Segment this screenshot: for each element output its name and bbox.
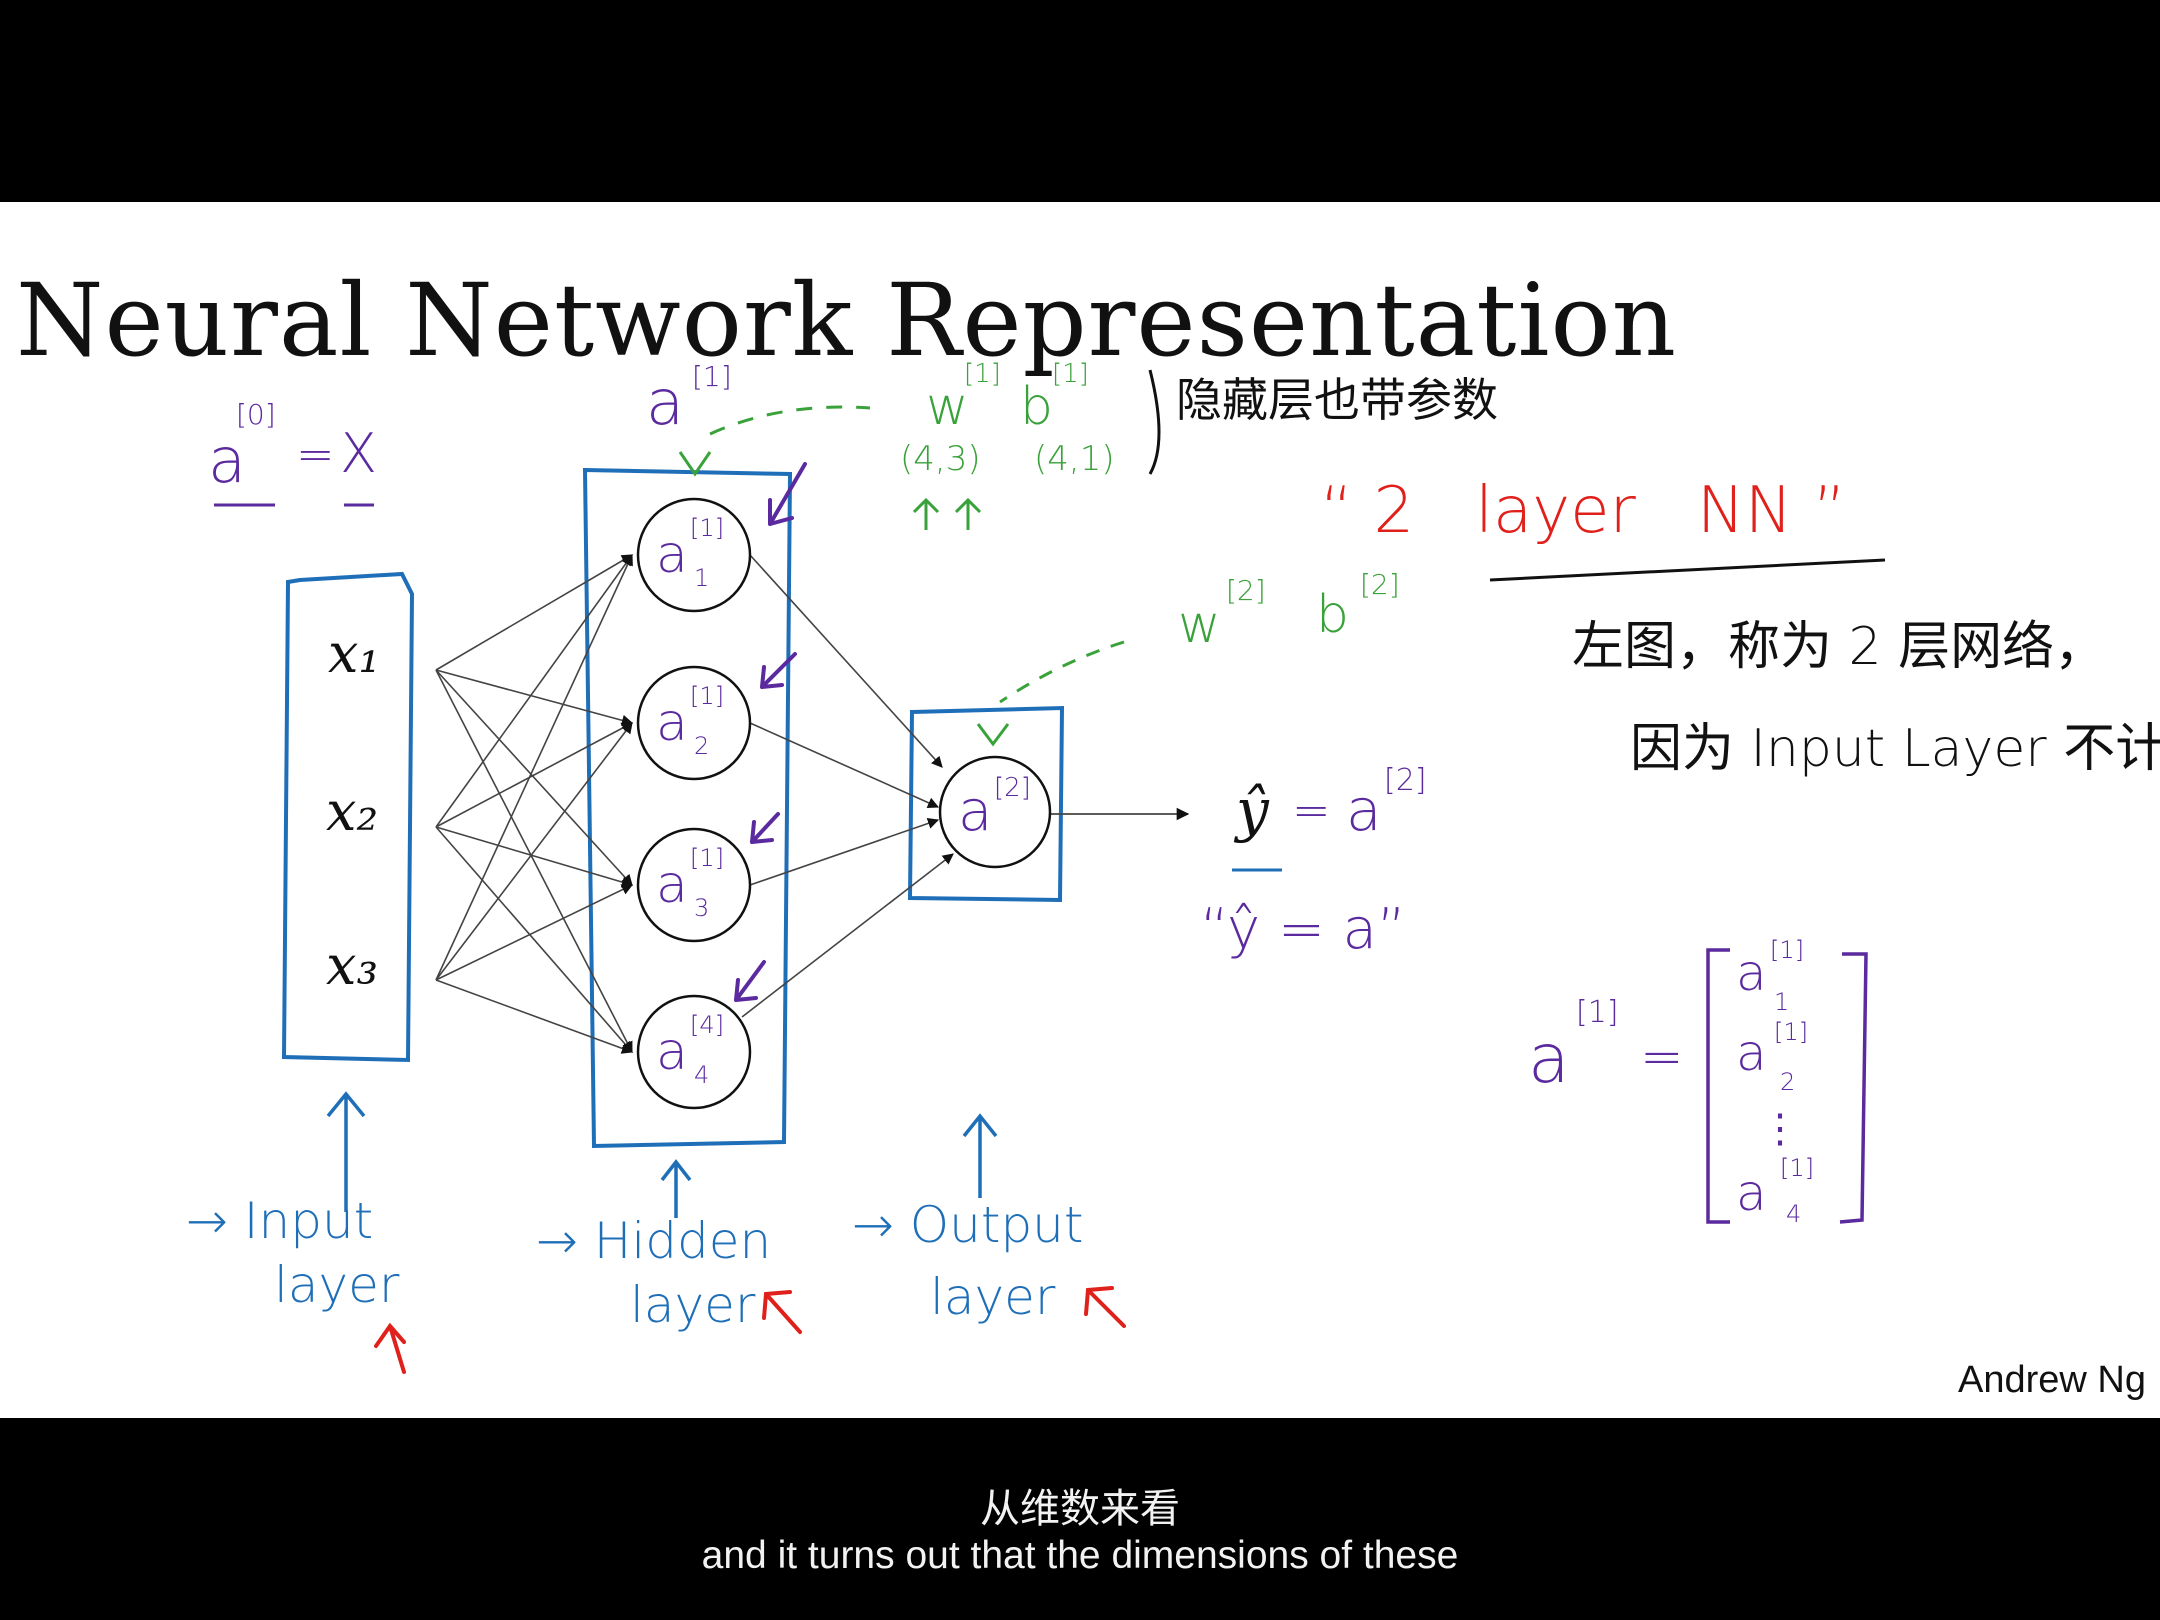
vector-lhs: a <box>1528 1020 1570 1099</box>
hidden-node-3-base: a <box>656 855 688 915</box>
hidden-label-sup: [1] <box>692 360 732 393</box>
hidden-node-4-sup: [4] <box>690 1011 724 1039</box>
output-params-w-sup: [2] <box>1226 574 1266 607</box>
note-two-layer: “ 2 layer NN ” <box>1320 474 1846 548</box>
slide: Neural Network Representation <box>0 202 2160 1418</box>
slide-credit: Andrew Ng <box>1958 1359 2146 1401</box>
output-layer-box <box>907 705 1065 903</box>
output-params: w [2] b [2] <box>976 568 1400 747</box>
vector-entry-3: ⋮ <box>1760 1106 1800 1152</box>
subtitle-chinese: 从维数来看 <box>980 1486 1180 1532</box>
hidden-node-2: a [1] 2 <box>636 665 752 781</box>
hidden-node-1: a [1] 1 <box>636 497 752 613</box>
input-layer-label-1: → Input <box>186 1192 373 1250</box>
vector-entry-4: a <box>1736 1164 1767 1222</box>
network-diagram: x₁ x₂ x₃ a [1] 1 a [1] 2 a [1] 3 a [4] 4 <box>186 359 2160 1374</box>
vector-eq: a [1] = a [1] 1 a [1] 2 ⋮ a [1] 4 <box>1528 936 1868 1228</box>
hidden-params-w: w <box>926 377 969 437</box>
output-node-sup: [2] <box>994 773 1031 803</box>
output-node-base: a <box>958 779 992 844</box>
hidden-label: a [1] <box>646 360 732 439</box>
output-params-w: w <box>1178 595 1221 655</box>
input-x1: x₁ <box>328 622 380 685</box>
note-left-fig-2: 因为 Input Layer 不计算 <box>1630 719 2160 779</box>
input-x3: x₃ <box>326 934 378 997</box>
hidden-node-3-sup: [1] <box>690 844 724 872</box>
hidden-node-1-sub: 1 <box>694 564 709 592</box>
output-eq-lhs: ŷ <box>1233 776 1270 844</box>
layer-labels: → Input layer → Hidden layer → Output la… <box>186 1091 1083 1334</box>
subtitle-bar: 从维数来看 and it turns out that the dimensio… <box>0 1418 2160 1620</box>
hidden-node-4-sub: 4 <box>694 1061 709 1089</box>
vector-entry-1-sub: 1 <box>1774 988 1789 1016</box>
hidden-layer-label-1: → Hidden <box>536 1212 771 1270</box>
hidden-output-edges <box>741 554 954 1018</box>
output-eq-rhs: a <box>1346 776 1382 844</box>
vector-entry-2-sub: 2 <box>1780 1068 1795 1096</box>
hidden-params-b-dim: (4,1) <box>1034 439 1115 479</box>
vector-entry-1: a <box>1736 944 1767 1002</box>
input-eq-sup: [0] <box>236 398 276 431</box>
note-underline <box>1489 558 1886 582</box>
hidden-params-b: b <box>1020 377 1053 437</box>
vector-entry-2: a <box>1736 1024 1767 1082</box>
input-layer-label-2: layer <box>274 1256 400 1314</box>
hidden-node-1-sup: [1] <box>690 514 724 542</box>
purple-node-arrows <box>734 462 807 1002</box>
hidden-node-2-sup: [1] <box>690 682 724 710</box>
input-eq-rhs: X <box>340 422 377 485</box>
vector-entry-4-sub: 4 <box>1786 1200 1801 1228</box>
hidden-node-4-base: a <box>656 1022 688 1082</box>
hidden-params-w-sup: [1] <box>964 359 1001 389</box>
hidden-node-4: a [4] 4 <box>636 994 752 1110</box>
hidden-node-3: a [1] 3 <box>636 827 752 943</box>
hidden-params-b-sup: [1] <box>1052 359 1089 389</box>
hidden-layer-label-2: layer <box>630 1276 756 1334</box>
output-layer-label-2: layer <box>930 1268 1056 1326</box>
hidden-params: w [1] b [1] (4,3) (4,1) <box>678 359 1115 530</box>
output-layer-label-1: → Output <box>852 1196 1083 1254</box>
hidden-node-1-base: a <box>656 525 688 585</box>
vector-entry-4-sup: [1] <box>1780 1154 1814 1182</box>
input-layer-box <box>281 571 415 1063</box>
input-eq-eq: = <box>296 427 335 481</box>
hidden-params-w-dim: (4,3) <box>900 439 981 479</box>
vector-lhs-sup: [1] <box>1576 995 1619 1030</box>
input-eq-lhs: a <box>208 424 246 497</box>
input-x2: x₂ <box>326 780 378 843</box>
vector-eq-sign: = <box>1640 1027 1684 1087</box>
red-arrows <box>374 1286 1126 1374</box>
hidden-node-2-sub: 2 <box>694 732 709 760</box>
params-bracket <box>1148 369 1161 475</box>
input-hidden-edges <box>435 553 634 1054</box>
output-node: a [2] <box>938 755 1052 869</box>
vector-entry-1-sup: [1] <box>1770 936 1804 964</box>
subtitle-english: and it turns out that the dimensions of … <box>701 1534 1459 1577</box>
output-params-b-sup: [2] <box>1360 568 1400 601</box>
hidden-label-base: a <box>646 366 684 439</box>
slide-title: Neural Network Representation <box>16 262 1678 379</box>
output-note: “ŷ = a” <box>1200 897 1406 962</box>
top-letterbox <box>0 0 2160 202</box>
note-left-fig-1: 左图，称为 2 层网络， <box>1572 617 2106 677</box>
output-eq: ŷ = a [2] <box>1232 763 1427 872</box>
output-eq-sup: [2] <box>1384 763 1427 798</box>
hidden-node-3-sub: 3 <box>694 894 709 922</box>
output-params-b: b <box>1316 585 1349 645</box>
vector-entry-2-sup: [1] <box>1774 1018 1808 1046</box>
output-eq-eq: = <box>1292 783 1331 837</box>
hidden-layer-box <box>582 467 793 1149</box>
hidden-node-2-base: a <box>656 693 688 753</box>
note-hidden-params: 隐藏层也带参数 <box>1176 373 1498 427</box>
input-eq: a [0] = X <box>208 398 377 507</box>
